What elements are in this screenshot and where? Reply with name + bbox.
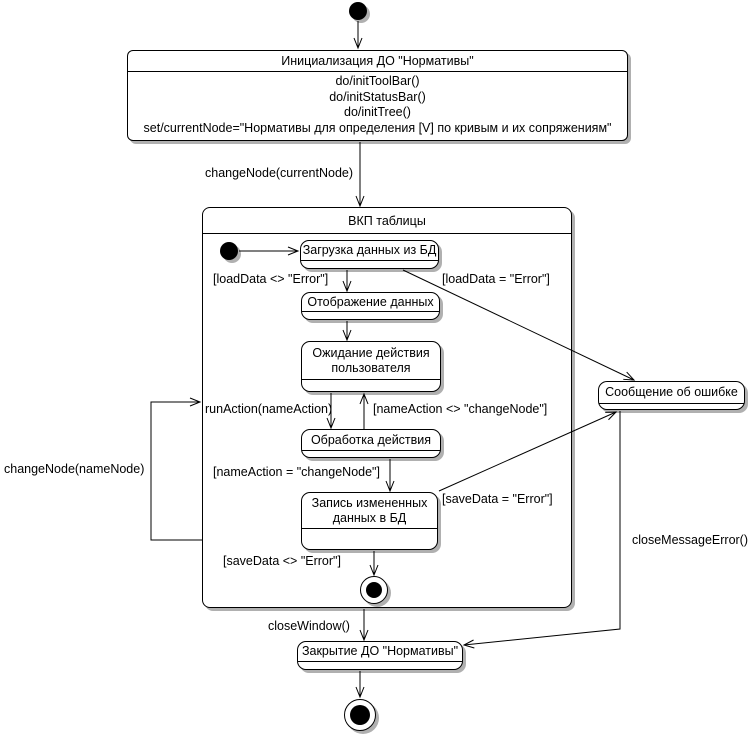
transition-label-loadData-error: [loadData = "Error"]	[442, 272, 550, 286]
transition-label-loadData-ok: [loadData <> "Error"]	[213, 272, 329, 286]
transition-label-runAction: runAction(nameAction)	[205, 402, 333, 416]
state-compartment	[302, 450, 440, 457]
transition-label-saveData-ok: [saveData <> "Error"]	[223, 554, 341, 568]
state-error-message[interactable]: Сообщение об ошибке	[598, 381, 745, 410]
state-title: Закрытие ДО "Нормативы"	[301, 644, 459, 658]
transition-label-nameAction-eq: [nameAction = "changeNode"]	[213, 465, 380, 479]
transition-label-nameAction-neq: [nameAction <> "changeNode"]	[373, 402, 548, 416]
transition-label-closeMessageError: closeMessageError()	[632, 533, 749, 547]
state-compartment	[301, 260, 438, 268]
state-close-normativy[interactable]: Закрытие ДО "Нормативы"	[297, 641, 463, 670]
state-action: do/initTree()	[344, 105, 411, 120]
state-title: Обработка действия	[310, 432, 432, 447]
final-state-inner[interactable]	[360, 576, 388, 604]
transition-label-saveData-error: [saveData = "Error"]	[442, 492, 553, 506]
initial-state-inner[interactable]	[220, 242, 238, 260]
final-state-dot	[366, 582, 382, 598]
state-compartment	[599, 403, 744, 409]
state-display-data[interactable]: Отображение данных	[301, 292, 440, 320]
state-compartment	[302, 528, 437, 549]
state-title-line: данных в БД	[332, 510, 407, 525]
state-compartment	[302, 379, 440, 391]
transition-label-changeNode-currentNode: changeNode(currentNode)	[205, 166, 354, 180]
final-state-bottom[interactable]	[344, 699, 376, 731]
state-action: set/currentNode="Нормативы для определен…	[143, 120, 612, 135]
state-wait-user-action[interactable]: Ожидание действия пользователя	[301, 341, 441, 392]
transition-vkp-self-changeNode	[150, 397, 202, 541]
state-compartment	[302, 311, 439, 319]
final-state-dot	[350, 705, 370, 725]
state-actions: do/initToolBar() do/initStatusBar() do/i…	[128, 72, 627, 140]
state-title: ВКП таблицы	[203, 208, 571, 234]
state-title: Отображение данных	[307, 294, 434, 309]
state-load-data[interactable]: Загрузка данных из БД	[300, 240, 439, 269]
state-title-line: Ожидание действия	[312, 345, 430, 360]
state-title-line: Запись измененных	[311, 495, 428, 510]
state-process-action[interactable]: Обработка действия	[301, 429, 441, 458]
state-init-normativy[interactable]: Инициализация ДО "Нормативы" do/initTool…	[127, 50, 628, 141]
state-title: Ожидание действия пользователя	[302, 342, 440, 379]
state-action: do/initToolBar()	[335, 74, 420, 89]
transition-label-closeWindow: closeWindow()	[268, 619, 350, 633]
state-title: Запись измененных данных в БД	[302, 493, 437, 528]
state-action: do/initStatusBar()	[329, 89, 426, 104]
state-title: Сообщение об ошибке	[605, 385, 738, 399]
state-save-data[interactable]: Запись измененных данных в БД	[301, 492, 438, 550]
transition-label-changeNode-nameNode: changeNode(nameNode)	[4, 462, 145, 476]
state-compartment	[298, 661, 462, 669]
state-title: Инициализация ДО "Нормативы"	[128, 51, 627, 72]
state-title-line: пользователя	[331, 360, 411, 375]
initial-state-top[interactable]	[349, 2, 367, 20]
state-title: Загрузка данных из БД	[302, 243, 437, 257]
